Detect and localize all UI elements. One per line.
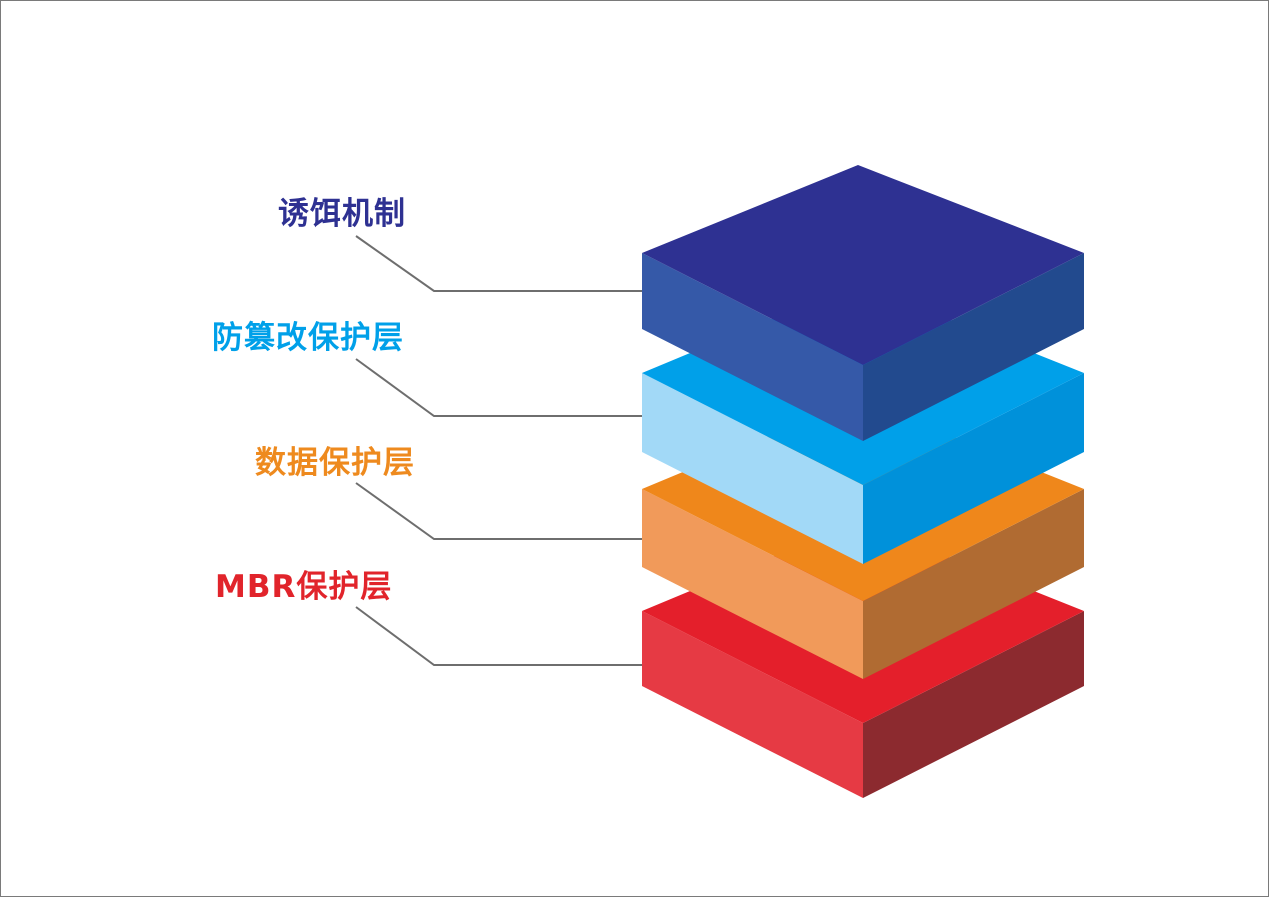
label-data-protection-layer: 数据保护层 [255, 445, 415, 481]
layer-decoy-left-face [642, 253, 863, 441]
label-decoy-mechanism: 诱饵机制 [278, 196, 406, 232]
layer-block-decoy [642, 165, 1084, 441]
leader-line-data [355, 482, 642, 540]
layer-antitamper-right-face [863, 373, 1084, 564]
layer-data-right-face [863, 489, 1084, 679]
layer-mbr-left-face [642, 611, 863, 798]
layer-data-left-face [642, 489, 863, 679]
leader-line-mbr [355, 606, 642, 666]
leader-line-decoy [355, 235, 642, 292]
layer-decoy-right-face [863, 253, 1084, 441]
layer-mbr-right-face [863, 611, 1084, 798]
leader-line-antitamper [355, 358, 642, 417]
label-anti-tamper-layer: 防篡改保护层 [212, 320, 404, 356]
layer-antitamper-left-face [642, 373, 863, 564]
layer-decoy-top-face [642, 165, 1084, 365]
label-mbr-protection-layer: MBR保护层 [215, 569, 393, 605]
